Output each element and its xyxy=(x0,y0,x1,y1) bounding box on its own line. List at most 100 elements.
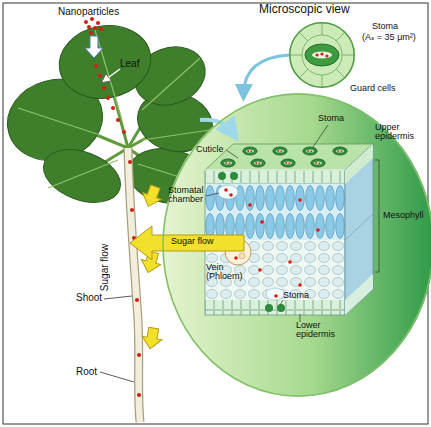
leaf-cross-section xyxy=(248,203,252,207)
nanoparticle xyxy=(135,298,139,302)
nanoparticle xyxy=(98,74,102,78)
leader-line xyxy=(104,296,132,299)
leaf-cross-section xyxy=(277,304,285,312)
leaf-cross-section xyxy=(130,125,379,322)
title-label: Nanoparticles xyxy=(58,6,148,17)
leaf-cross-section xyxy=(239,253,245,259)
nanoparticle xyxy=(93,26,97,30)
part-label: Leaf xyxy=(120,58,160,69)
stoma-closeup xyxy=(299,69,308,78)
zoom-connector xyxy=(244,55,289,93)
part-label: Shoot xyxy=(76,292,116,303)
leaf-cross-section xyxy=(229,193,233,197)
part-label: Stoma xyxy=(283,291,319,300)
leaf-cross-section xyxy=(251,159,265,167)
flow-arrow xyxy=(139,183,165,210)
leaf-blade xyxy=(36,140,128,212)
nanoparticle xyxy=(89,31,93,35)
leaf-cross-section xyxy=(260,220,264,224)
nanoparticle xyxy=(111,106,115,110)
leaf-midrib xyxy=(142,58,200,110)
nanoparticle xyxy=(84,20,88,24)
leaf-cross-section xyxy=(205,144,373,170)
part-label: Lower epidermis xyxy=(296,321,344,340)
leaf-cross-section xyxy=(224,188,228,192)
nanoparticle xyxy=(116,118,120,122)
nanoparticle xyxy=(94,64,98,68)
nanoparticle xyxy=(137,353,141,357)
leaf-cross-section xyxy=(311,159,325,167)
stoma-view-circle-outline xyxy=(289,22,355,88)
leaf-cross-section xyxy=(303,147,317,155)
leader-line xyxy=(313,125,328,147)
leaf-midrib xyxy=(95,30,122,120)
nanoparticle xyxy=(102,86,106,90)
nanoparticle xyxy=(122,130,126,134)
leaf-cross-section xyxy=(218,185,238,199)
part-label: Mesophyll xyxy=(383,211,431,220)
part-label: Vein (Phloem) xyxy=(206,263,248,282)
leaf-midrib xyxy=(48,160,118,188)
stoma-closeup xyxy=(289,55,302,56)
stoma-closeup xyxy=(299,32,308,41)
leaf-cross-section xyxy=(265,304,273,312)
leaf-cross-section xyxy=(205,300,345,315)
leaf-section-ellipse-outline xyxy=(163,94,431,396)
stoma-closeup xyxy=(336,69,345,78)
leaf-cross-section xyxy=(218,172,226,180)
nanoparticle xyxy=(90,17,94,21)
leaf-cross-section xyxy=(345,214,373,240)
part-label: Stoma xyxy=(318,114,354,123)
stoma-closeup xyxy=(320,52,323,55)
deposition-arrow xyxy=(85,36,103,58)
nanoparticle xyxy=(87,25,91,29)
leaf-cross-section xyxy=(230,172,238,180)
leaf-midrib xyxy=(142,130,210,140)
leader-line xyxy=(206,125,379,322)
stoma-closeup xyxy=(302,35,342,75)
leaf-cross-section xyxy=(274,294,278,298)
stoma-view-circle: Microscopic viewStoma(Aₛ = 35 μm²)Guard … xyxy=(289,22,355,88)
leaf-cross-section xyxy=(345,274,373,315)
leader-line xyxy=(100,372,134,382)
leaf-cross-section xyxy=(221,159,235,167)
part-label: Cuticle xyxy=(196,145,236,154)
stoma-closeup xyxy=(289,22,355,88)
leaf-cross-section xyxy=(234,256,238,260)
leaf-cross-section xyxy=(345,144,373,315)
leaf-cross-section xyxy=(243,147,257,155)
stoma-closeup xyxy=(289,22,355,88)
stoma-closeup xyxy=(336,32,345,41)
leaf-cross-section xyxy=(316,228,320,232)
zoom-ellipse-fill xyxy=(162,93,431,397)
leaf-cross-section xyxy=(205,169,345,171)
leaf-midrib xyxy=(18,108,100,135)
stoma-closeup xyxy=(289,22,355,88)
stoma-closeup xyxy=(322,22,323,35)
leader-line xyxy=(226,150,238,158)
flow-arrow xyxy=(140,326,163,350)
leaf-cross-section xyxy=(298,198,302,202)
part-label: Stoma xyxy=(372,22,422,31)
nanoparticle xyxy=(106,96,110,100)
view-title: Microscopic view xyxy=(259,3,389,16)
leaf-cross-section xyxy=(258,268,262,272)
stoma-closeup xyxy=(322,75,323,88)
part-label: Upper epidermis xyxy=(375,123,425,142)
leaf-cross-section xyxy=(298,283,302,287)
flow-label: Sugar flow xyxy=(171,237,231,246)
leaf-cross-section xyxy=(333,147,347,155)
leader-line xyxy=(105,69,120,80)
stoma-closeup xyxy=(312,52,332,59)
nanoparticle xyxy=(137,393,141,397)
stoma-closeup xyxy=(315,53,318,56)
part-label: Guard cells xyxy=(350,84,410,93)
part-label: Stomatal chamber xyxy=(168,186,210,205)
nanoparticle xyxy=(99,27,103,31)
leaf-cross-section xyxy=(205,170,345,184)
leaf-cross-section xyxy=(273,147,287,155)
nanoparticle xyxy=(130,208,134,212)
